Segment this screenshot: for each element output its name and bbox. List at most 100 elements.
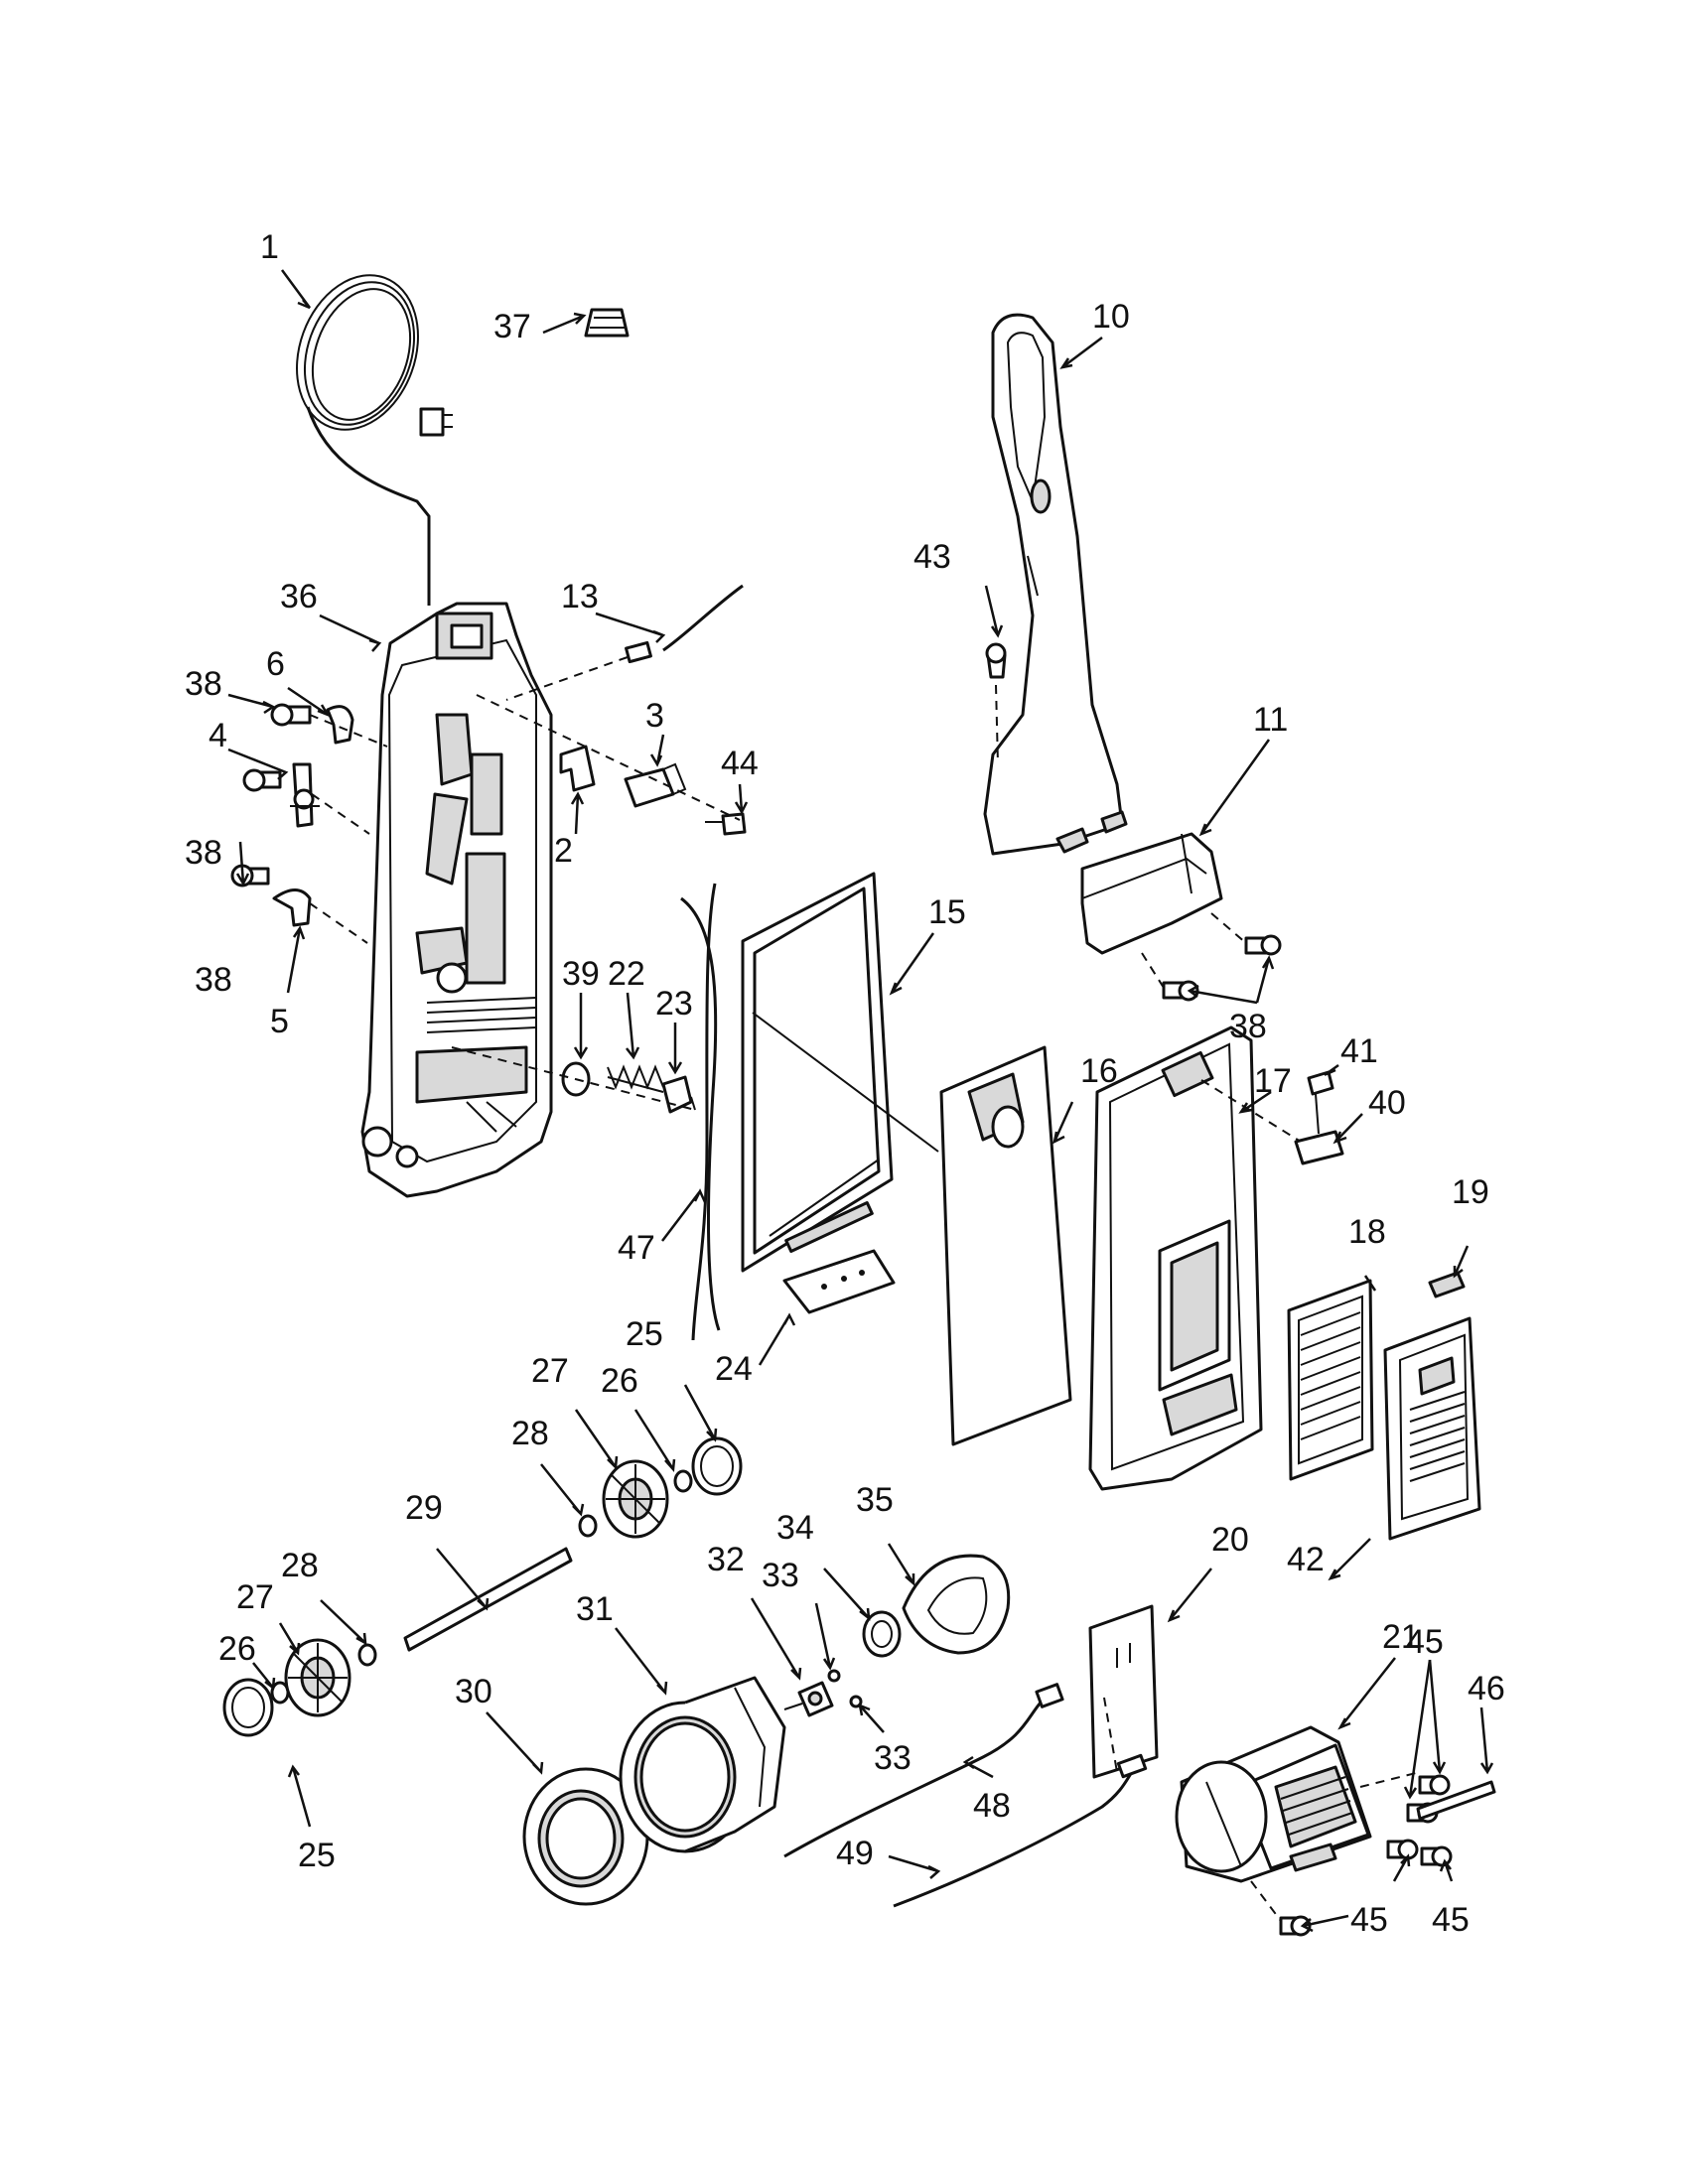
callout-21: 21 — [1382, 1618, 1420, 1656]
wire-48-part — [783, 1683, 1064, 1858]
callout-47: 47 — [618, 1229, 655, 1267]
callout-5: 5 — [270, 1003, 289, 1040]
callout-38-handle: 38 — [1229, 1008, 1267, 1045]
hose-47-part — [680, 883, 721, 1341]
callout-36: 36 — [280, 578, 318, 615]
callout-27-lower: 27 — [236, 1578, 274, 1616]
callout-31: 31 — [576, 1590, 614, 1628]
hepa-filter-18-part — [1287, 1279, 1374, 1481]
wheel-upper-27-part — [602, 1459, 669, 1539]
callout-labels: 1 37 10 43 36 13 38 6 4 3 44 11 38 2 38 … — [185, 228, 1505, 1939]
callout-23: 23 — [655, 985, 693, 1023]
motor-31-part — [619, 1676, 803, 1853]
callout-22: 22 — [608, 955, 645, 993]
callout-15: 15 — [928, 893, 966, 931]
hubcap-25-upper-part — [691, 1436, 743, 1496]
callout-40: 40 — [1368, 1084, 1406, 1122]
callout-49: 49 — [836, 1835, 874, 1872]
callout-45-right: 45 — [1432, 1901, 1470, 1939]
washer-28-upper-part — [578, 1514, 598, 1538]
callout-48: 48 — [973, 1787, 1011, 1825]
callout-42: 42 — [1287, 1541, 1325, 1578]
callout-26-lower: 26 — [218, 1630, 256, 1668]
callout-18: 18 — [1348, 1213, 1386, 1251]
callout-13: 13 — [561, 578, 599, 615]
washer-26-upper-part — [673, 1469, 693, 1493]
filter-pad-24-part — [782, 1249, 896, 1314]
dust-bag-16-part — [752, 1012, 1072, 1446]
callout-6: 6 — [266, 645, 285, 683]
strip-46-part — [1416, 1780, 1496, 1821]
callout-35: 35 — [856, 1481, 894, 1519]
latch-button-41-part — [1307, 1070, 1334, 1096]
screw-44-part — [705, 812, 747, 836]
wheel-lower-27-part — [284, 1638, 351, 1717]
callout-24: 24 — [715, 1350, 753, 1388]
bag-frame-15-part — [741, 872, 894, 1273]
callout-33-upper: 33 — [762, 1557, 799, 1594]
callout-25-lower: 25 — [298, 1837, 336, 1874]
screw-38-mid-part — [242, 768, 282, 792]
switch-4-part — [290, 762, 320, 828]
callout-34: 34 — [776, 1509, 814, 1547]
screw-33-upper-part — [827, 1669, 841, 1683]
clip-6-part — [326, 705, 354, 745]
callout-32: 32 — [707, 1541, 745, 1578]
wire-13-part — [505, 584, 744, 701]
handle-base-11-part — [1080, 832, 1223, 955]
callout-4: 4 — [209, 717, 227, 754]
callout-44: 44 — [721, 745, 759, 782]
wire-49-part — [893, 1753, 1148, 1908]
callout-11: 11 — [1253, 701, 1288, 739]
filter-cover-42-part — [1383, 1316, 1481, 1541]
screw-38-upper-part — [270, 703, 312, 727]
wire-nut-part — [584, 308, 630, 338]
screws-38-handle-part — [1141, 912, 1282, 1002]
callout-20: 20 — [1211, 1521, 1249, 1559]
callout-39: 39 — [562, 955, 600, 993]
callout-38-upper: 38 — [185, 665, 222, 703]
callout-30: 30 — [455, 1673, 492, 1710]
bushing-34-part — [862, 1610, 902, 1658]
screw-43-part — [985, 642, 1007, 765]
callout-10: 10 — [1092, 298, 1130, 336]
front-panel-17-part — [1088, 1025, 1302, 1491]
callout-45-bottom: 45 — [1350, 1901, 1388, 1939]
callout-29: 29 — [405, 1489, 443, 1527]
callout-27-upper: 27 — [531, 1352, 569, 1390]
callout-45-upper: 45 — [1406, 1623, 1444, 1661]
callout-2: 2 — [554, 832, 573, 870]
callout-1: 1 — [260, 228, 279, 266]
callout-3: 3 — [645, 697, 664, 735]
callout-41: 41 — [1340, 1032, 1378, 1070]
callout-25-upper: 25 — [626, 1315, 663, 1353]
callout-43: 43 — [913, 538, 951, 576]
callout-38-mid: 38 — [185, 834, 222, 872]
bracket-2-part — [559, 745, 596, 792]
callout-37: 37 — [493, 308, 531, 345]
main-body-housing-part — [360, 602, 553, 1198]
callout-16: 16 — [1080, 1052, 1118, 1090]
callout-33-lower: 33 — [874, 1739, 912, 1777]
power-cord-part — [296, 274, 453, 606]
cover-35-part — [902, 1554, 1011, 1655]
callout-19: 19 — [1452, 1173, 1489, 1211]
callout-46: 46 — [1468, 1670, 1505, 1707]
plate-20-part — [1088, 1604, 1159, 1779]
brush-holder-32-part — [797, 1681, 834, 1717]
hubcap-25-lower-part — [222, 1678, 274, 1737]
spring-22-part — [607, 1064, 664, 1093]
motor-housing-21-part — [1175, 1725, 1421, 1883]
washer-28-lower-part — [357, 1643, 377, 1667]
gasket-30-part — [522, 1767, 649, 1906]
latch-40-part — [1294, 1093, 1344, 1165]
callout-28-upper: 28 — [511, 1415, 549, 1452]
screws-45-part — [1250, 1774, 1453, 1937]
callout-38-lower: 38 — [195, 961, 232, 999]
callout-26-upper: 26 — [601, 1362, 638, 1400]
handle-10-part — [983, 313, 1128, 856]
callout-28-lower: 28 — [281, 1547, 319, 1584]
pedal-23-part — [661, 1075, 696, 1114]
